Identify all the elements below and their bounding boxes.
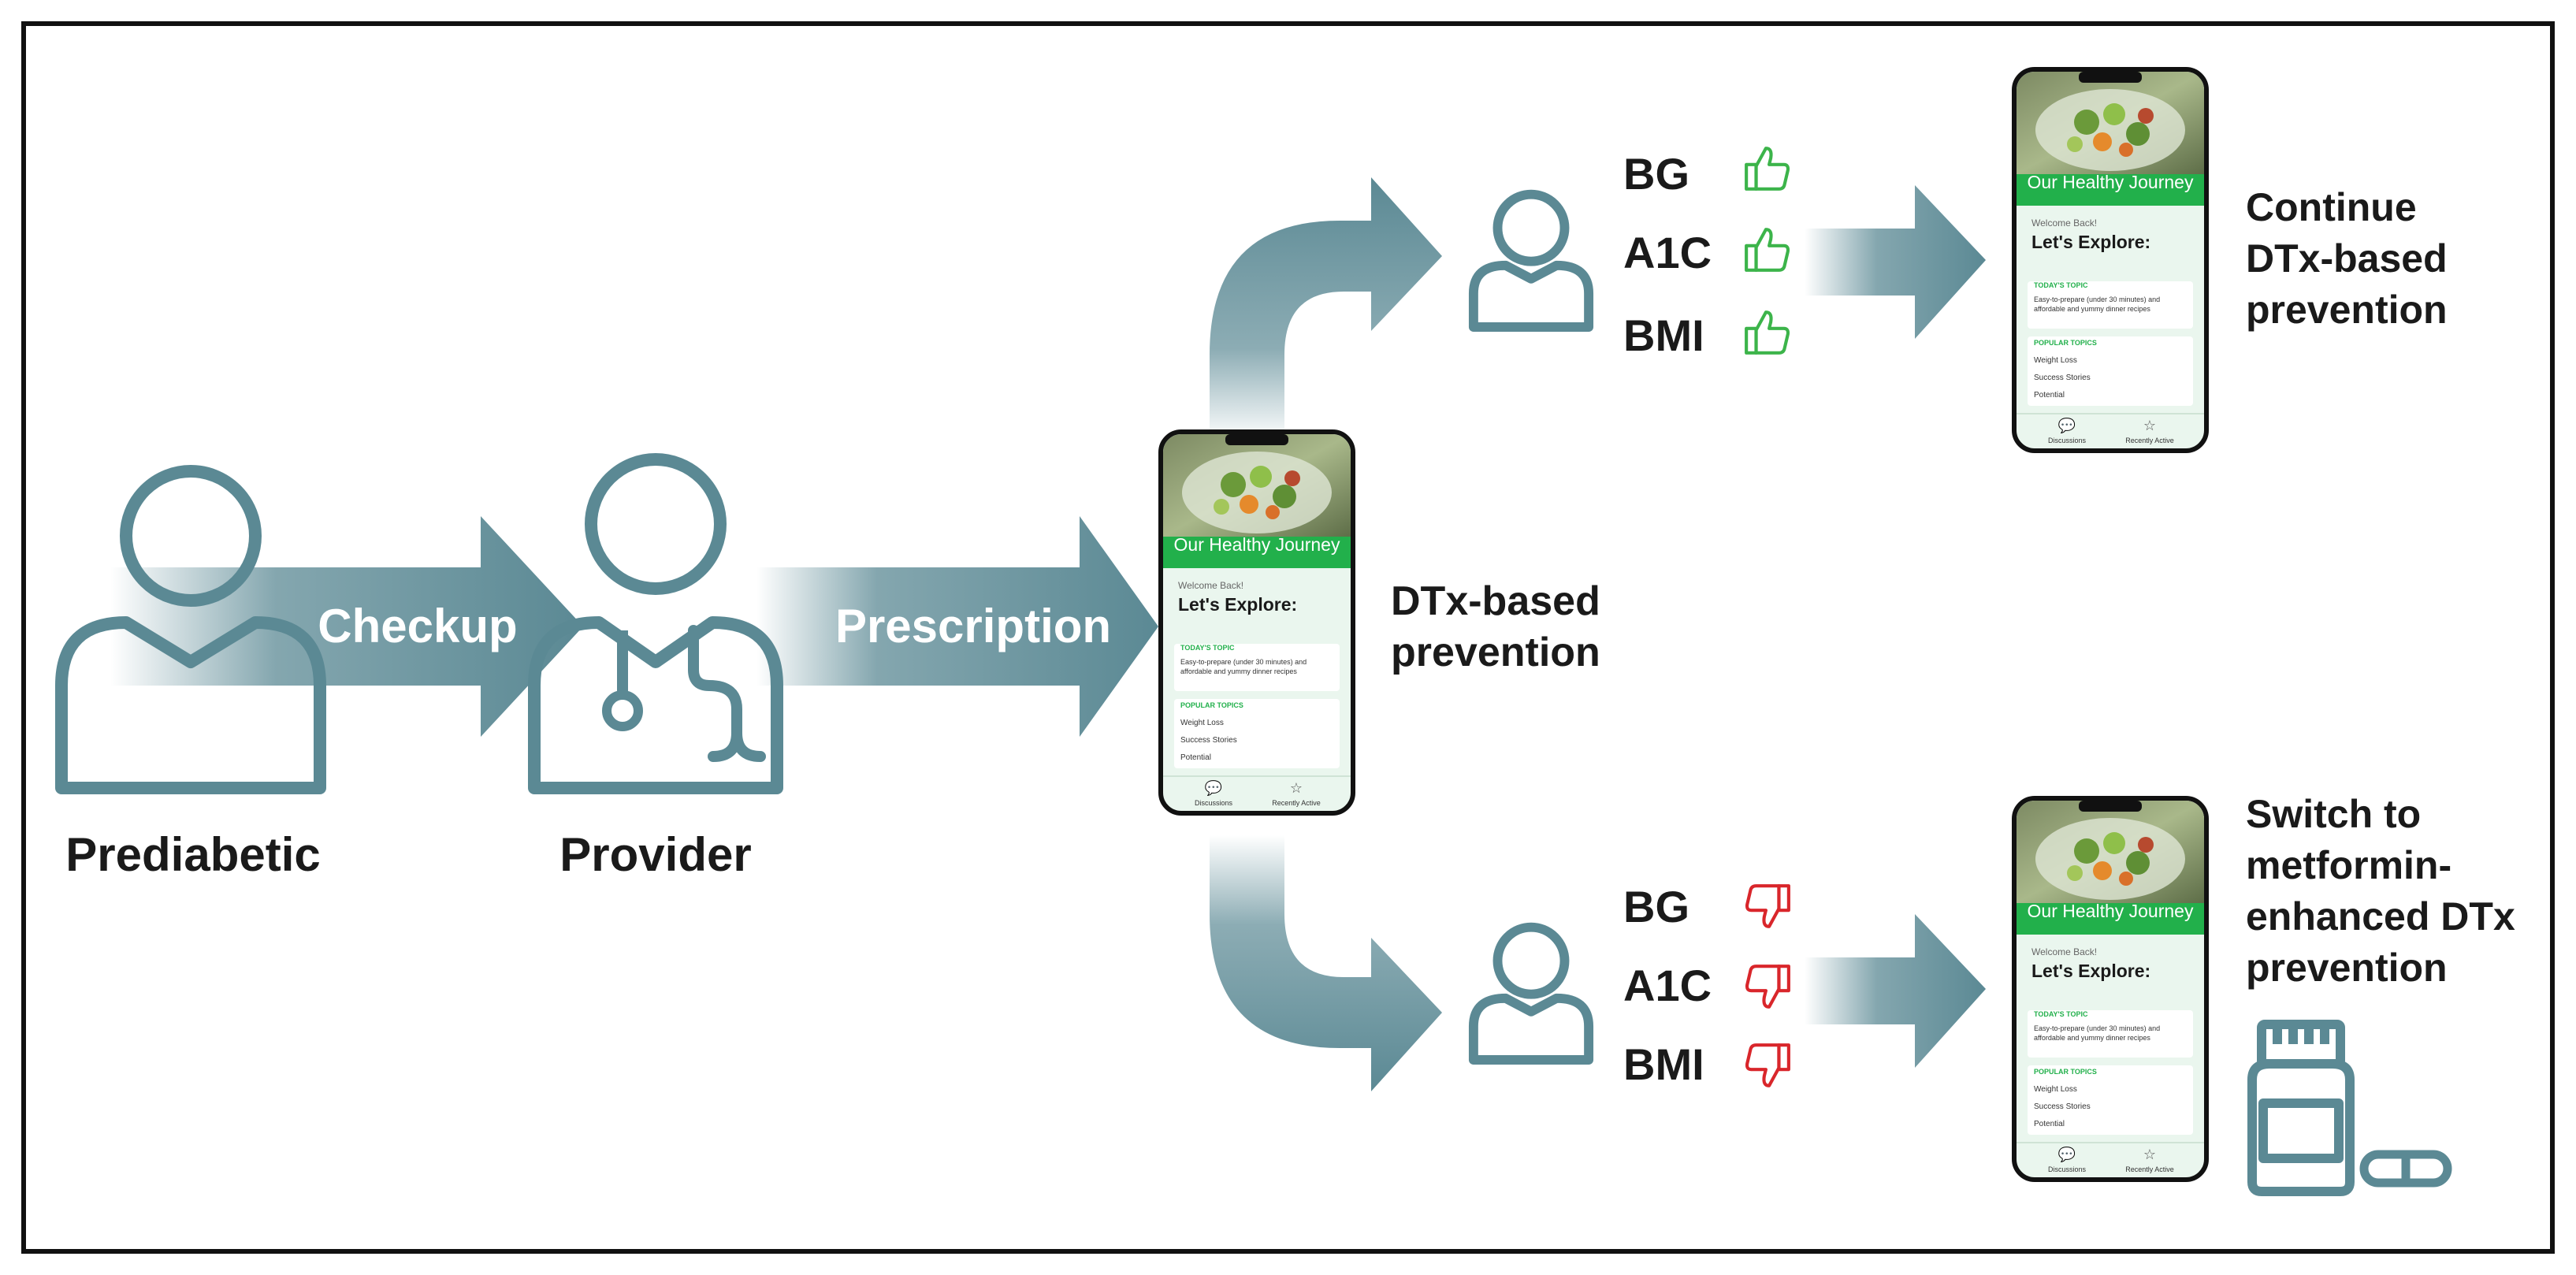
app-today-text-1: Easy-to-prepare (under 30 minutes) and — [2034, 296, 2160, 303]
downward-branch-arrow — [1210, 835, 1442, 1091]
top-result-line2: DTx-based — [2246, 236, 2448, 281]
app-nav-recently-active: Recently Active — [1272, 799, 1321, 807]
dtx-based-label-line1: DTx-based — [1391, 578, 1600, 624]
app-popular-item: Success Stories — [2034, 374, 2091, 382]
checkup-arrow: Checkup — [110, 516, 583, 737]
top-result-arrow — [1805, 185, 1986, 339]
app-nav-recently-active: Recently Active — [2125, 1165, 2174, 1173]
app-today-text-2: affordable and yummy dinner recipes — [1180, 667, 1297, 675]
chat-icon: 💬 — [1205, 779, 1222, 796]
app-nav-discussions: Discussions — [1195, 799, 1233, 807]
provider-doctor-icon — [528, 453, 783, 794]
app-popular-item: Potential — [2034, 1120, 2065, 1128]
app-welcome: Welcome Back! — [2031, 946, 2097, 957]
app-popular-item: Success Stories — [1180, 736, 1237, 745]
metric-label-bg: BG — [1623, 882, 1689, 931]
app-nav-discussions: Discussions — [2048, 1165, 2087, 1173]
prescription-arrow: Prescription — [756, 516, 1158, 737]
app-title: Our Healthy Journey — [2028, 172, 2194, 192]
metric-label-bmi: BMI — [1623, 310, 1704, 360]
app-popular-heading: POPULAR TOPICS — [2034, 1068, 2097, 1076]
top-app-phone: Our Healthy Journey Welcome Back! Let's … — [2014, 69, 2206, 451]
checkup-label: Checkup — [318, 600, 517, 652]
dtx-based-label-line2: prevention — [1391, 630, 1600, 675]
app-today-text-2: affordable and yummy dinner recipes — [2034, 305, 2150, 313]
app-today-text-2: affordable and yummy dinner recipes — [2034, 1034, 2150, 1042]
app-popular-item: Weight Loss — [2034, 1085, 2077, 1094]
bottom-outcome-metrics: BG A1C BMI — [1623, 882, 1789, 1089]
provider-label: Provider — [559, 828, 751, 881]
star-icon: ☆ — [2143, 1147, 2156, 1162]
app-title: Our Healthy Journey — [1174, 534, 1340, 555]
top-outcome-metrics: BG A1C BMI — [1623, 148, 1788, 360]
app-today-heading: TODAY'S TOPIC — [2034, 1010, 2088, 1018]
star-icon: ☆ — [1290, 780, 1303, 796]
app-explore: Let's Explore: — [1178, 594, 1297, 615]
bottom-app-phone: Our Healthy Journey Welcome Back! Let's … — [2014, 798, 2206, 1180]
app-welcome: Welcome Back! — [1178, 580, 1243, 591]
capsule-icon — [2359, 1150, 2452, 1188]
bottom-result-arrow — [1805, 914, 1986, 1068]
bottom-result-line4: prevention — [2246, 946, 2448, 990]
app-popular-item: Weight Loss — [2034, 356, 2077, 365]
bottom-result-line1: Switch to — [2246, 792, 2421, 836]
app-popular-heading: POPULAR TOPICS — [2034, 339, 2097, 347]
top-result-line3: prevention — [2246, 288, 2448, 332]
chat-icon: 💬 — [2058, 417, 2076, 433]
metric-label-a1c: A1C — [1623, 228, 1712, 277]
app-today-text-1: Easy-to-prepare (under 30 minutes) and — [2034, 1024, 2160, 1032]
prediabetic-label: Prediabetic — [65, 828, 320, 881]
app-today-heading: TODAY'S TOPIC — [1180, 644, 1235, 652]
metric-label-bmi: BMI — [1623, 1039, 1704, 1089]
bottom-result-line3: enhanced DTx — [2246, 894, 2515, 939]
app-today-heading: TODAY'S TOPIC — [2034, 281, 2088, 289]
app-popular-item: Potential — [1180, 753, 1211, 762]
prescription-label: Prescription — [835, 600, 1111, 652]
app-nav-recently-active: Recently Active — [2125, 437, 2174, 444]
app-today-text-1: Easy-to-prepare (under 30 minutes) and — [1180, 658, 1307, 666]
center-app-phone: Our Healthy Journey Welcome Back! Let's … — [1161, 432, 1353, 813]
prediabetic-person-icon — [55, 465, 326, 794]
metric-label-bg: BG — [1623, 149, 1689, 199]
app-explore: Let's Explore: — [2031, 961, 2150, 981]
app-welcome: Welcome Back! — [2031, 217, 2097, 229]
app-title: Our Healthy Journey — [2028, 901, 2194, 921]
pill-bottle-icon — [2247, 1020, 2355, 1196]
star-icon: ☆ — [2143, 418, 2156, 433]
metric-label-a1c: A1C — [1623, 961, 1712, 1010]
upward-branch-arrow — [1210, 177, 1442, 441]
app-popular-item: Success Stories — [2034, 1102, 2091, 1111]
chat-icon: 💬 — [2058, 1146, 2076, 1162]
app-popular-item: Weight Loss — [1180, 719, 1224, 727]
app-nav-discussions: Discussions — [2048, 437, 2087, 444]
bottom-result-line2: metformin- — [2246, 843, 2451, 887]
top-result-line1: Continue — [2246, 185, 2417, 229]
app-popular-item: Potential — [2034, 391, 2065, 400]
app-explore: Let's Explore: — [2031, 232, 2150, 252]
app-popular-heading: POPULAR TOPICS — [1180, 701, 1243, 709]
